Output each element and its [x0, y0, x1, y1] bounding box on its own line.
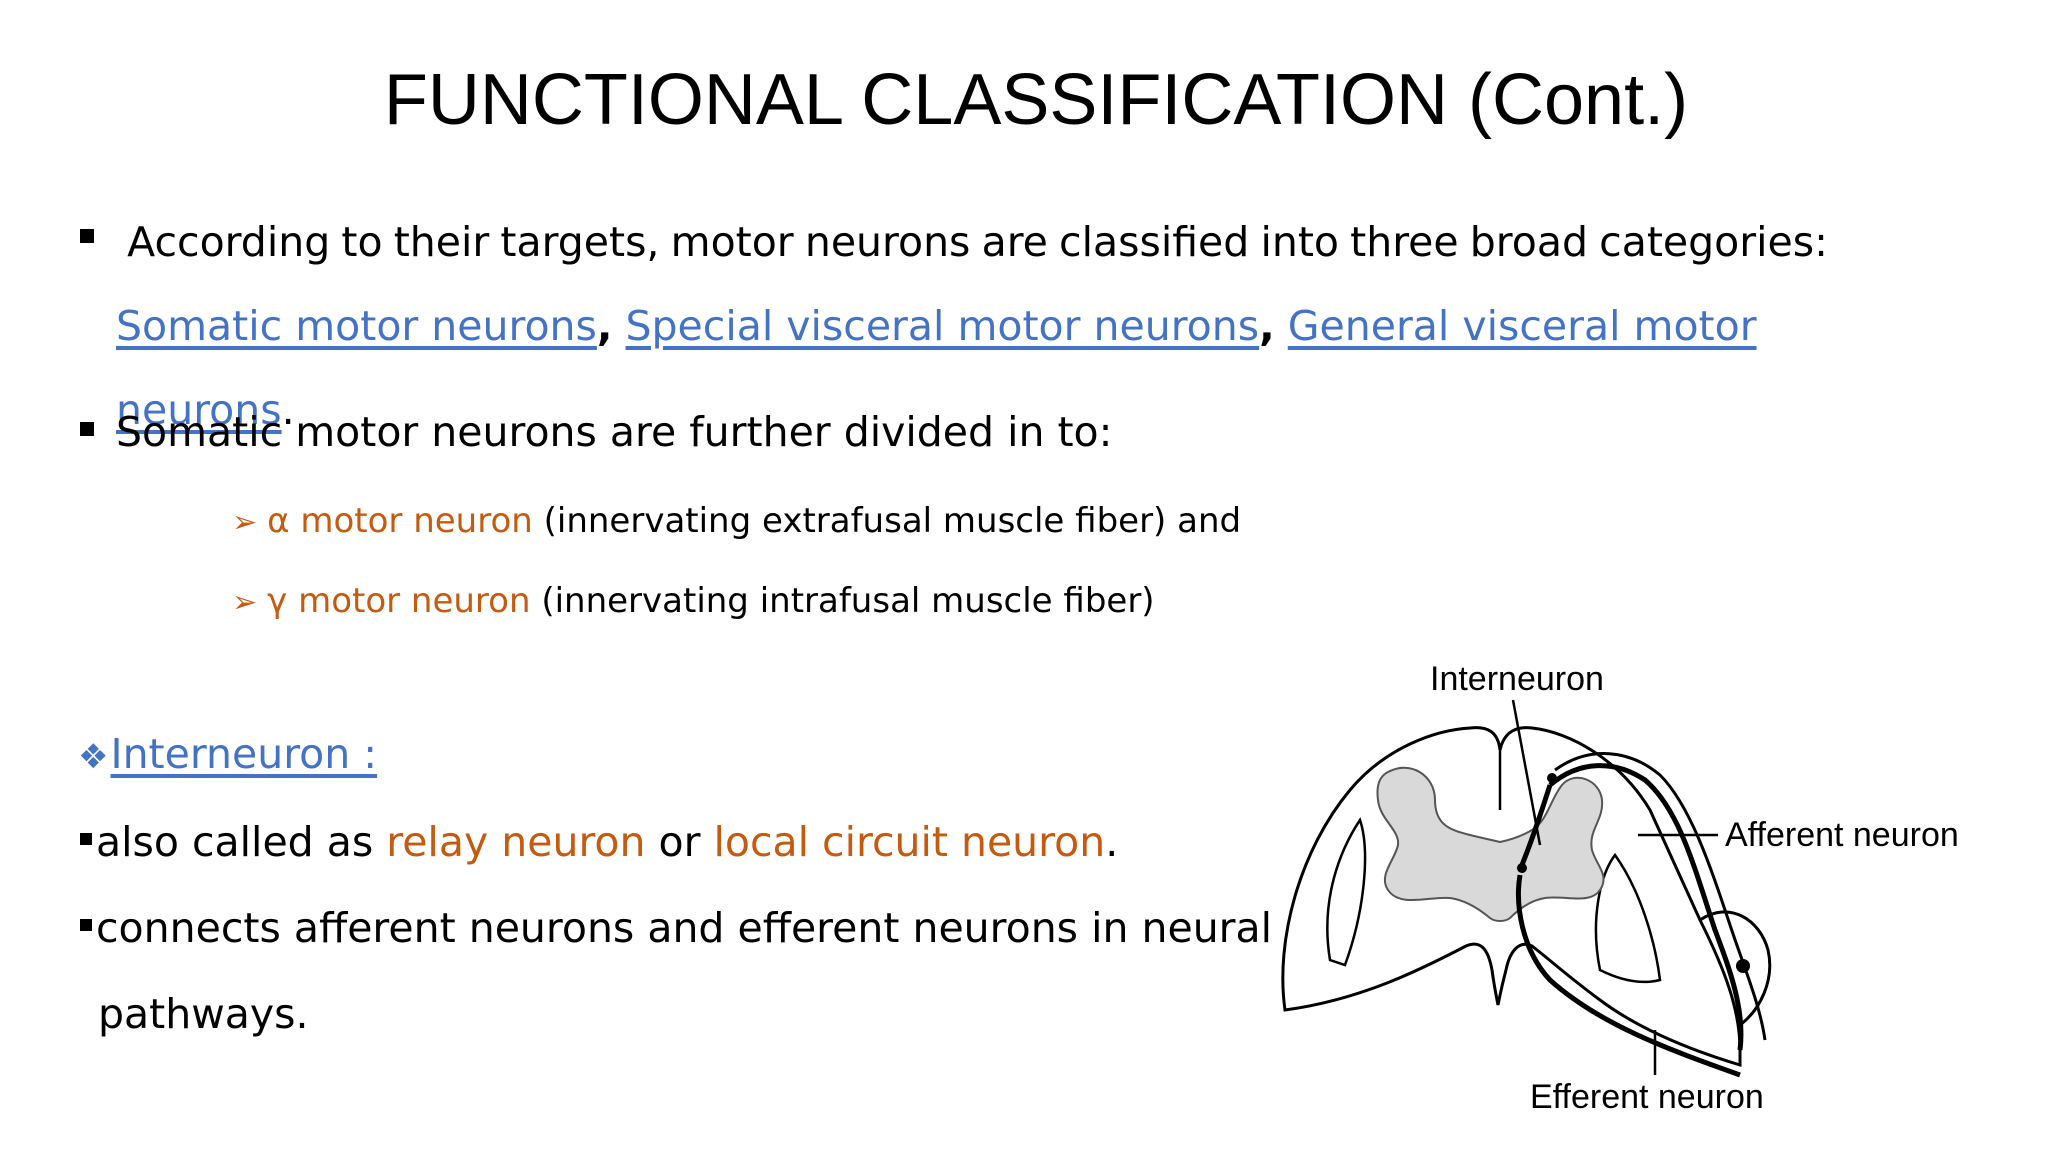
text: or [645, 818, 714, 866]
paragraph-line-2: Somatic motor neurons, Special visceral … [80, 284, 1828, 452]
afferent-cell-body [1736, 959, 1750, 973]
interneuron-heading: ❖Interneuron : [78, 724, 377, 787]
bullet-square [80, 422, 94, 436]
text: . [1105, 818, 1119, 866]
white-matter-left [1326, 817, 1367, 967]
interneuron-synapse-2 [1517, 863, 1527, 873]
interneuron-function-line-cont: pathways. [98, 990, 309, 1038]
text: connects afferent neurons and efferent n… [96, 904, 1273, 952]
link-interneuron[interactable]: Interneuron : [110, 730, 378, 778]
afferent-neuron-path [1548, 763, 1744, 1051]
sub-bullet-gamma: ➢ γ motor neuron (innervating intrafusal … [232, 576, 1155, 628]
bullet-square [80, 229, 94, 243]
word: three [1350, 218, 1459, 266]
arrow-bullet-icon: ➢ [232, 585, 258, 620]
paragraph-somatic-divisions: Somatic motor neurons are further divide… [80, 390, 1112, 474]
leader-interneuron [1511, 699, 1542, 846]
term-gamma-motor-neuron: γ motor neuron [267, 581, 531, 621]
sub-bullet-text: (innervating extrafusal muscle fiber) an… [532, 501, 1242, 541]
word: motor [670, 218, 794, 266]
slide-title: FUNCTIONAL CLASSIFICATION (Cont.) [383, 60, 1689, 140]
label-interneuron: Interneuron [1430, 660, 1604, 698]
paragraph-motor-categories: According to their targets, motor neuron… [80, 200, 1828, 452]
label-efferent-neuron: Efferent neuron [1530, 1078, 1764, 1116]
interneuron-function-line: connects afferent neurons and efferent n… [80, 898, 1272, 958]
word: classified [1059, 218, 1250, 266]
link-somatic-motor-neurons[interactable]: Somatic motor neurons [116, 302, 597, 350]
grey-matter [1376, 766, 1605, 922]
word: targets, [500, 218, 660, 266]
term-alpha-motor-neuron: α motor neuron [267, 501, 533, 541]
term-relay-neuron: relay neuron [386, 818, 646, 866]
interneuron-alias-line: also called as relay neuron or local cir… [80, 812, 1118, 872]
separator-comma: , [596, 302, 613, 350]
word: broad [1469, 218, 1588, 266]
sub-bullet-text: (innervating intrafusal muscle fiber) [530, 581, 1155, 621]
paragraph-line-1: According to their targets, motor neuron… [80, 200, 1828, 284]
white-matter-right [1594, 852, 1662, 984]
bullet-square [80, 833, 92, 845]
link-general-visceral-motor-neurons[interactable]: General visceral motor neurons [116, 302, 1757, 434]
word: into [1260, 218, 1339, 266]
paragraph-text: Somatic motor neurons are further divide… [116, 408, 1113, 456]
sub-bullet-alpha: ➢ α motor neuron (innervating extrafusal … [232, 496, 1241, 548]
diamond-bullet-icon: ❖ [78, 737, 109, 777]
afferent-neuron-path-outer [1554, 752, 1767, 1041]
interneuron-synapse-1 [1547, 773, 1557, 783]
period: . [281, 386, 295, 434]
efferent-neuron-path [1516, 874, 1741, 1078]
word: to [341, 218, 383, 266]
bullet-square [80, 919, 92, 931]
term-local-circuit-neuron: local circuit neuron [713, 818, 1106, 866]
separator-comma: , [1259, 302, 1275, 350]
arrow-bullet-icon: ➢ [232, 505, 258, 540]
word: their [393, 218, 490, 266]
spinal-cord-diagram: Interneuron Afferent neuron Efferent neu… [1281, 660, 1959, 1116]
text: also called as [96, 818, 387, 866]
word: categories: [1599, 218, 1828, 266]
link-special-visceral-motor-neurons[interactable]: Special visceral motor neurons [625, 302, 1260, 350]
word: neurons [804, 218, 971, 266]
label-afferent-neuron: Afferent neuron [1725, 816, 1959, 854]
word: are [981, 218, 1048, 266]
word: According [127, 218, 331, 266]
